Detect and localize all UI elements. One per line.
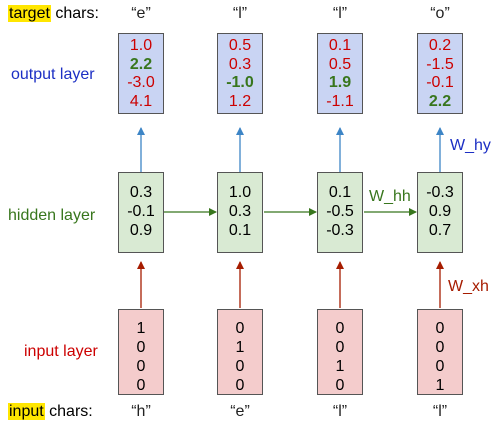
output-value: -1.1 — [326, 92, 354, 110]
hidden-value: -0.3 — [426, 184, 454, 201]
hidden-box-2: 1.0 0.3 0.1 — [217, 172, 263, 253]
w-xh-label: W_xh — [448, 278, 489, 295]
hidden-value: 0.1 — [328, 184, 352, 201]
output-value: 2.2 — [428, 92, 452, 110]
input-box-2: 0 1 0 0 — [217, 309, 263, 395]
output-box-1: 1.0 2.2 -3.0 4.1 — [118, 33, 164, 114]
input-char-2: “e” — [230, 403, 250, 420]
output-value: -0.1 — [426, 74, 454, 91]
input-value: 1 — [335, 358, 345, 375]
input-value: 0 — [335, 339, 345, 356]
input-chars-rest: chars: — [44, 403, 93, 420]
w-hh-label: W_hh — [369, 188, 411, 205]
input-value: 0 — [235, 320, 245, 337]
input-value: 0 — [435, 358, 445, 375]
output-value: 0.1 — [328, 37, 352, 54]
input-value: 0 — [335, 377, 345, 394]
output-value: -1.5 — [426, 55, 454, 73]
input-value: 0 — [136, 339, 146, 356]
hidden-value: 0.1 — [228, 222, 252, 239]
input-value: 0 — [335, 320, 345, 337]
output-value: 1.2 — [228, 92, 252, 110]
hidden-box-1: 0.3 -0.1 0.9 — [118, 172, 164, 253]
input-layer-label: input layer — [24, 343, 98, 360]
target-char-4: “o” — [430, 5, 450, 22]
output-value: 4.1 — [129, 92, 153, 110]
target-chars-label: target chars: — [8, 5, 99, 23]
hidden-value: -0.1 — [127, 203, 155, 220]
output-box-2: 0.5 0.3 -1.0 1.2 — [217, 33, 263, 114]
output-layer-label: output layer — [11, 66, 95, 83]
output-box-4: 0.2 -1.5 -0.1 2.2 — [417, 33, 463, 114]
input-value: 0 — [435, 339, 445, 356]
target-char-3: “l” — [332, 5, 348, 22]
input-value: 0 — [235, 377, 245, 394]
output-value: -3.0 — [127, 74, 155, 91]
hidden-value: -0.3 — [326, 222, 354, 239]
hidden-value: -0.5 — [326, 203, 354, 220]
input-chars-label: input chars: — [8, 403, 93, 421]
input-value: 0 — [235, 358, 245, 375]
hidden-box-4: -0.3 0.9 0.7 — [417, 172, 463, 253]
target-chars-rest: chars: — [50, 5, 99, 22]
hidden-value: 0.3 — [228, 203, 252, 220]
input-char-3: “l” — [332, 403, 348, 420]
hidden-value: 0.9 — [428, 203, 452, 220]
target-char-1: “e” — [131, 5, 151, 22]
input-value: 0 — [136, 377, 146, 394]
output-value: 0.5 — [328, 55, 352, 73]
target-chars-highlight: target — [8, 5, 51, 22]
input-box-4: 0 0 0 1 — [417, 309, 463, 395]
hidden-box-3: 0.1 -0.5 -0.3 — [317, 172, 363, 253]
input-value: 0 — [136, 358, 146, 375]
output-value: 1.0 — [129, 37, 153, 54]
output-value: 0.2 — [428, 37, 452, 54]
w-hy-label: W_hy — [450, 137, 491, 154]
hidden-value: 0.7 — [428, 222, 452, 239]
output-value: 0.5 — [228, 37, 252, 54]
input-box-1: 1 0 0 0 — [118, 309, 164, 395]
output-value: 2.2 — [129, 55, 153, 73]
input-value: 0 — [435, 320, 445, 337]
input-value: 1 — [136, 320, 146, 337]
output-box-3: 0.1 0.5 1.9 -1.1 — [317, 33, 363, 114]
output-value: -1.0 — [226, 74, 254, 91]
hidden-value: 0.9 — [129, 222, 153, 239]
target-char-2: “l” — [232, 5, 248, 22]
hidden-value: 0.3 — [129, 184, 153, 201]
input-char-4: “l” — [432, 403, 448, 420]
hidden-layer-label: hidden layer — [8, 207, 96, 224]
input-value: 1 — [435, 377, 445, 394]
input-value: 1 — [235, 339, 245, 356]
output-value: 1.9 — [328, 74, 352, 91]
input-char-1: “h” — [131, 403, 151, 420]
input-chars-highlight: input — [8, 403, 45, 420]
output-value: 0.3 — [228, 55, 252, 73]
input-box-3: 0 0 1 0 — [317, 309, 363, 395]
hidden-value: 1.0 — [228, 184, 252, 201]
